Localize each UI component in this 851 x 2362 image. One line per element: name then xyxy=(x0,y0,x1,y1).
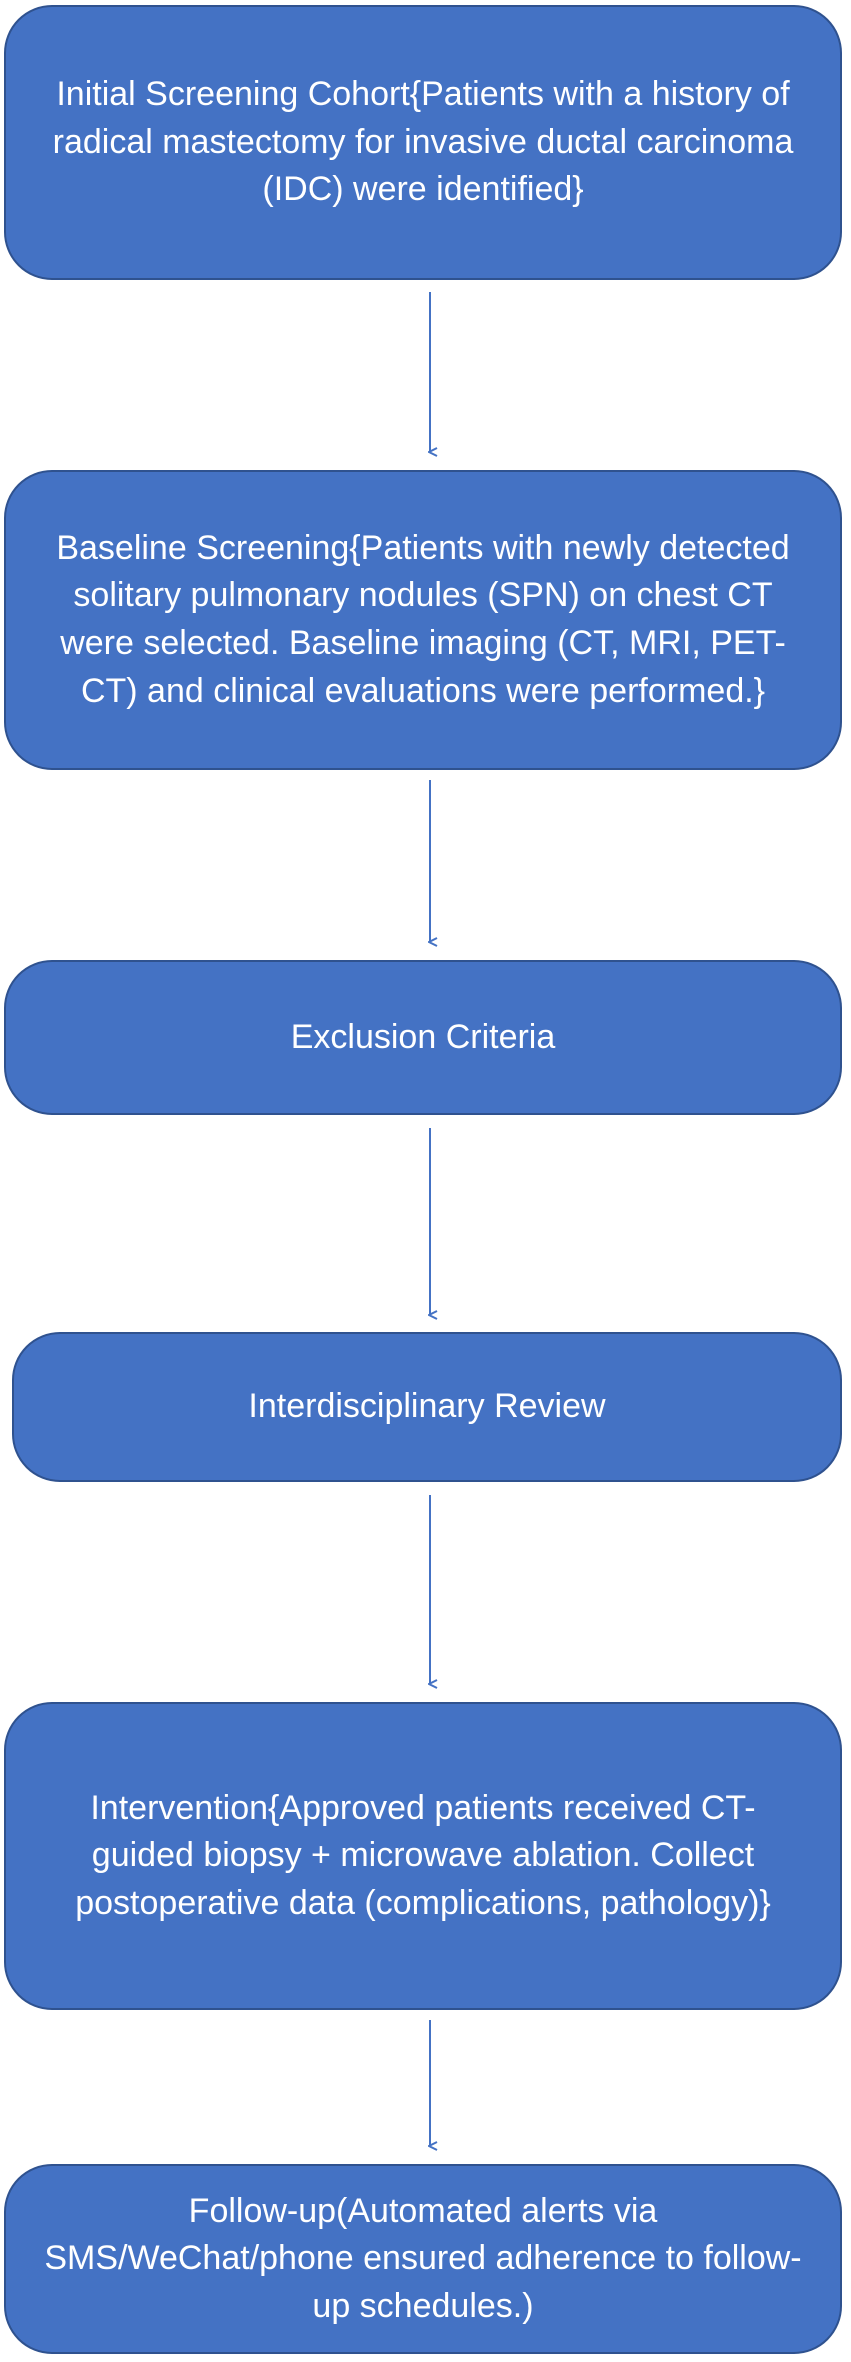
step-follow-up-text: Follow-up(Automated alerts via SMS/WeCha… xyxy=(44,2191,802,2325)
step-intervention: Intervention{Approved patients received … xyxy=(4,1702,842,2010)
step-intervention-text: Intervention{Approved patients received … xyxy=(75,1788,771,1922)
step-interdisciplinary-review: Interdisciplinary Review xyxy=(12,1332,842,1482)
step-initial-screening-cohort: Initial Screening Cohort{Patients with a… xyxy=(4,5,842,280)
step-baseline-screening: Baseline Screening{Patients with newly d… xyxy=(4,470,842,770)
step-exclusion-criteria-text: Exclusion Criteria xyxy=(290,1017,556,1056)
step-follow-up: Follow-up(Automated alerts via SMS/WeCha… xyxy=(4,2164,842,2354)
step-interdisciplinary-review-text: Interdisciplinary Review xyxy=(248,1387,606,1426)
step-exclusion-criteria: Exclusion Criteria xyxy=(4,960,842,1115)
step-baseline-screening-text: Baseline Screening{Patients with newly d… xyxy=(56,528,790,710)
step-initial-screening-cohort-text: Initial Screening Cohort{Patients with a… xyxy=(52,75,794,209)
